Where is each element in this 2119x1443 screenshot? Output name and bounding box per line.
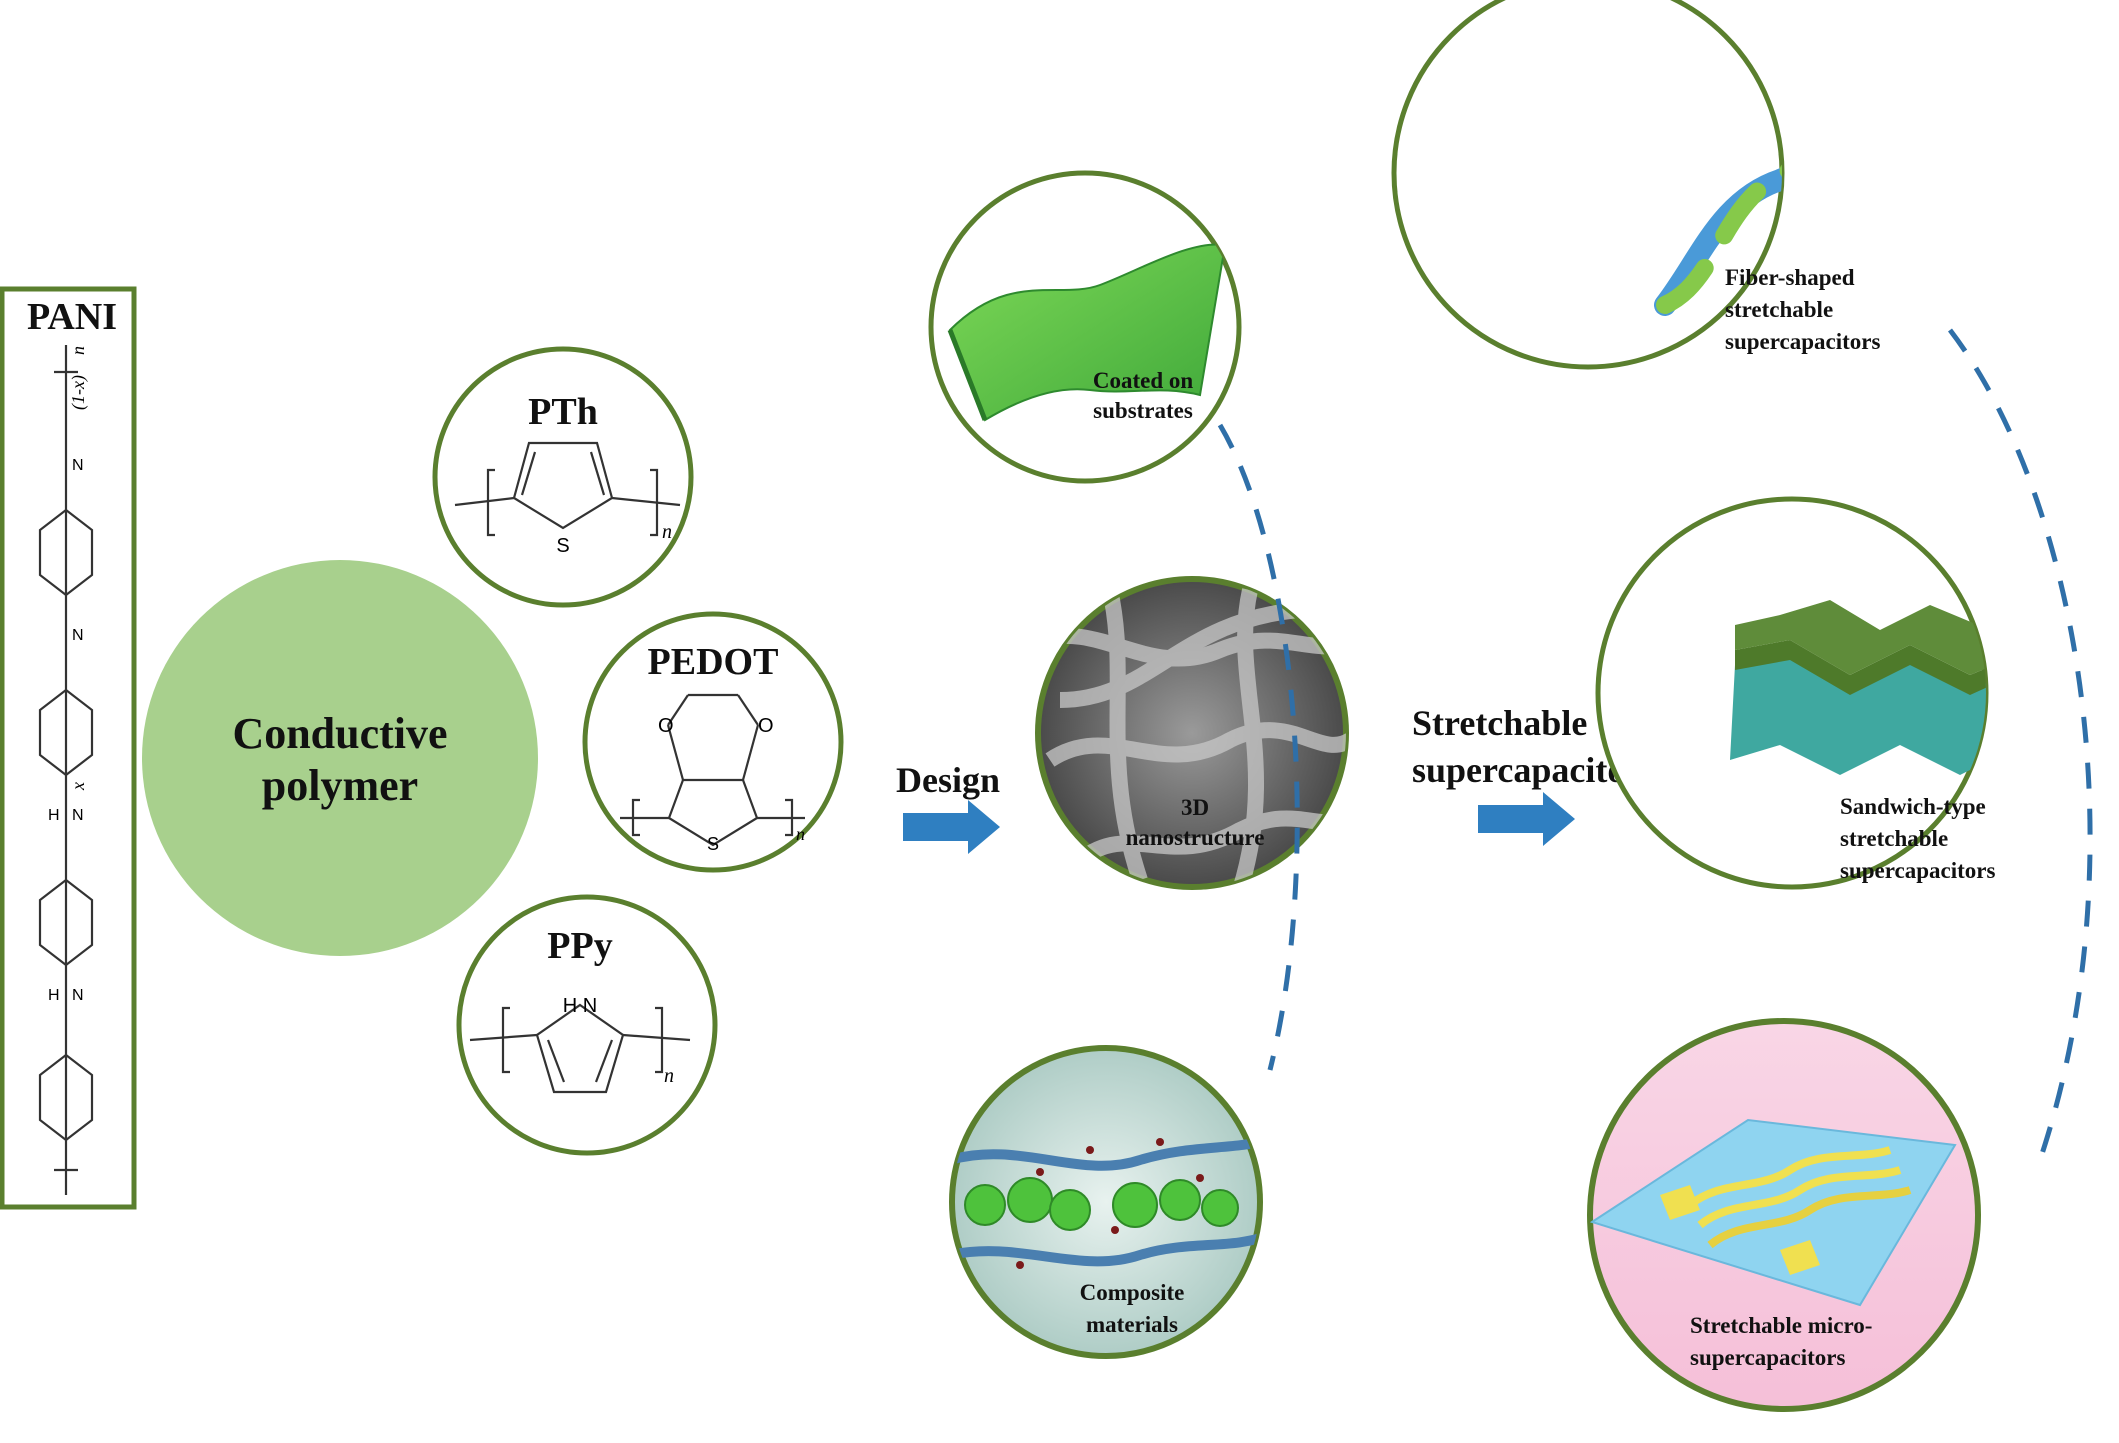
sandwich-node: Sandwich-type stretchable supercapacitor… (1595, 496, 1996, 890)
result-arrow-group: Stretchable supercapacitor (1412, 703, 1641, 846)
micro-label-line1: Stretchable micro- (1690, 1313, 1872, 1338)
ppy-title: PPy (547, 925, 612, 967)
ppy-node: PPy H N n (456, 894, 718, 1156)
micro-node: Stretchable micro- supercapacitors (1587, 1018, 1981, 1412)
micro-image (1590, 1118, 1957, 1307)
pani-atom-n2: N (72, 627, 84, 644)
pani-atom-h2: H (48, 987, 60, 1004)
pedot-structure (620, 693, 805, 847)
pth-atom-s: S (556, 535, 569, 557)
design-arrow (903, 800, 1000, 854)
coated-label-line2: substrates (1093, 398, 1193, 423)
pani-panel: PANI (1-x) n x N N N N H H (0, 286, 137, 1210)
device-dashed-arc (1948, 328, 2093, 1161)
fiber-ring (1391, 0, 1785, 370)
ppy-atom-nh: H N (563, 995, 597, 1017)
pth-title: PTh (528, 391, 598, 433)
pani-sub-n: n (68, 346, 88, 355)
sandwich-label-line1: Sandwich-type (1840, 794, 1986, 819)
pedot-title: PEDOT (648, 641, 779, 683)
nanostructure-sem-image (1038, 588, 1346, 887)
result-label-line1: Stretchable (1412, 703, 1587, 743)
pani-sub-x: x (68, 782, 88, 791)
pth-sub-n: n (662, 521, 672, 543)
fiber-image (1654, 66, 1782, 316)
design-label: Design (896, 760, 1000, 800)
pani-atom-n3: N (72, 807, 84, 824)
pth-structure (454, 441, 681, 537)
sandwich-label-line2: stretchable (1840, 826, 1948, 851)
design-arrow-group: Design (896, 760, 1000, 854)
micro-label-line2: supercapacitors (1690, 1345, 1846, 1370)
composite-ring (949, 1045, 1263, 1359)
polymer-label-line1: Conductive (232, 709, 447, 758)
composite-image (952, 1135, 1260, 1269)
pth-node: PTh S n (432, 346, 694, 608)
pedot-sub-n: n (796, 824, 805, 844)
result-label-line2: supercapacitor (1412, 750, 1641, 790)
pedot-atom-o1: O (658, 715, 674, 737)
fiber-label-line2: stretchable (1725, 297, 1833, 322)
pedot-node: PEDOT O O S n (582, 611, 844, 873)
nanostructure-node: 3D nanostructure (1035, 576, 1349, 890)
pth-ring (432, 346, 694, 608)
pani-atom-n4: N (72, 987, 84, 1004)
fiber-node: Fiber-shaped stretchable supercapacitors (1391, 0, 1881, 370)
pani-atom-h1: H (48, 807, 60, 824)
polymer-label-line2: polymer (262, 761, 418, 810)
composite-label-line2: materials (1086, 1312, 1178, 1337)
pani-structure (38, 345, 94, 1195)
fiber-label-line1: Fiber-shaped (1725, 265, 1855, 290)
sandwich-label-line3: supercapacitors (1840, 858, 1996, 883)
ppy-sub-n: n (664, 1065, 674, 1087)
sandwich-image (1730, 600, 1986, 775)
pedot-atom-s: S (707, 834, 719, 854)
pedot-ring (582, 611, 844, 873)
strategy-dashed-arc (1217, 423, 1300, 1071)
composite-node: Composite materials (949, 1045, 1263, 1359)
pani-atom-n1: N (72, 457, 84, 474)
fiber-label-line3: supercapacitors (1725, 329, 1881, 354)
coated-node: Coated on substrates (928, 170, 1242, 484)
ppy-ring (456, 894, 718, 1156)
nano-label-line2: nanostructure (1126, 825, 1265, 850)
ppy-structure (469, 1003, 691, 1094)
pani-title: PANI (27, 296, 117, 338)
nano-label-line1: 3D (1181, 795, 1209, 820)
polymer-circle (142, 560, 538, 956)
pani-frame (0, 286, 137, 1210)
result-arrow (1478, 792, 1575, 846)
coated-label-line1: Coated on (1093, 368, 1194, 393)
conductive-polymer-node: Conductive polymer (142, 560, 538, 956)
composite-label-line1: Composite (1080, 1280, 1185, 1305)
pani-sub-1x: (1-x) (68, 375, 89, 410)
pedot-atom-o2: O (758, 715, 774, 737)
